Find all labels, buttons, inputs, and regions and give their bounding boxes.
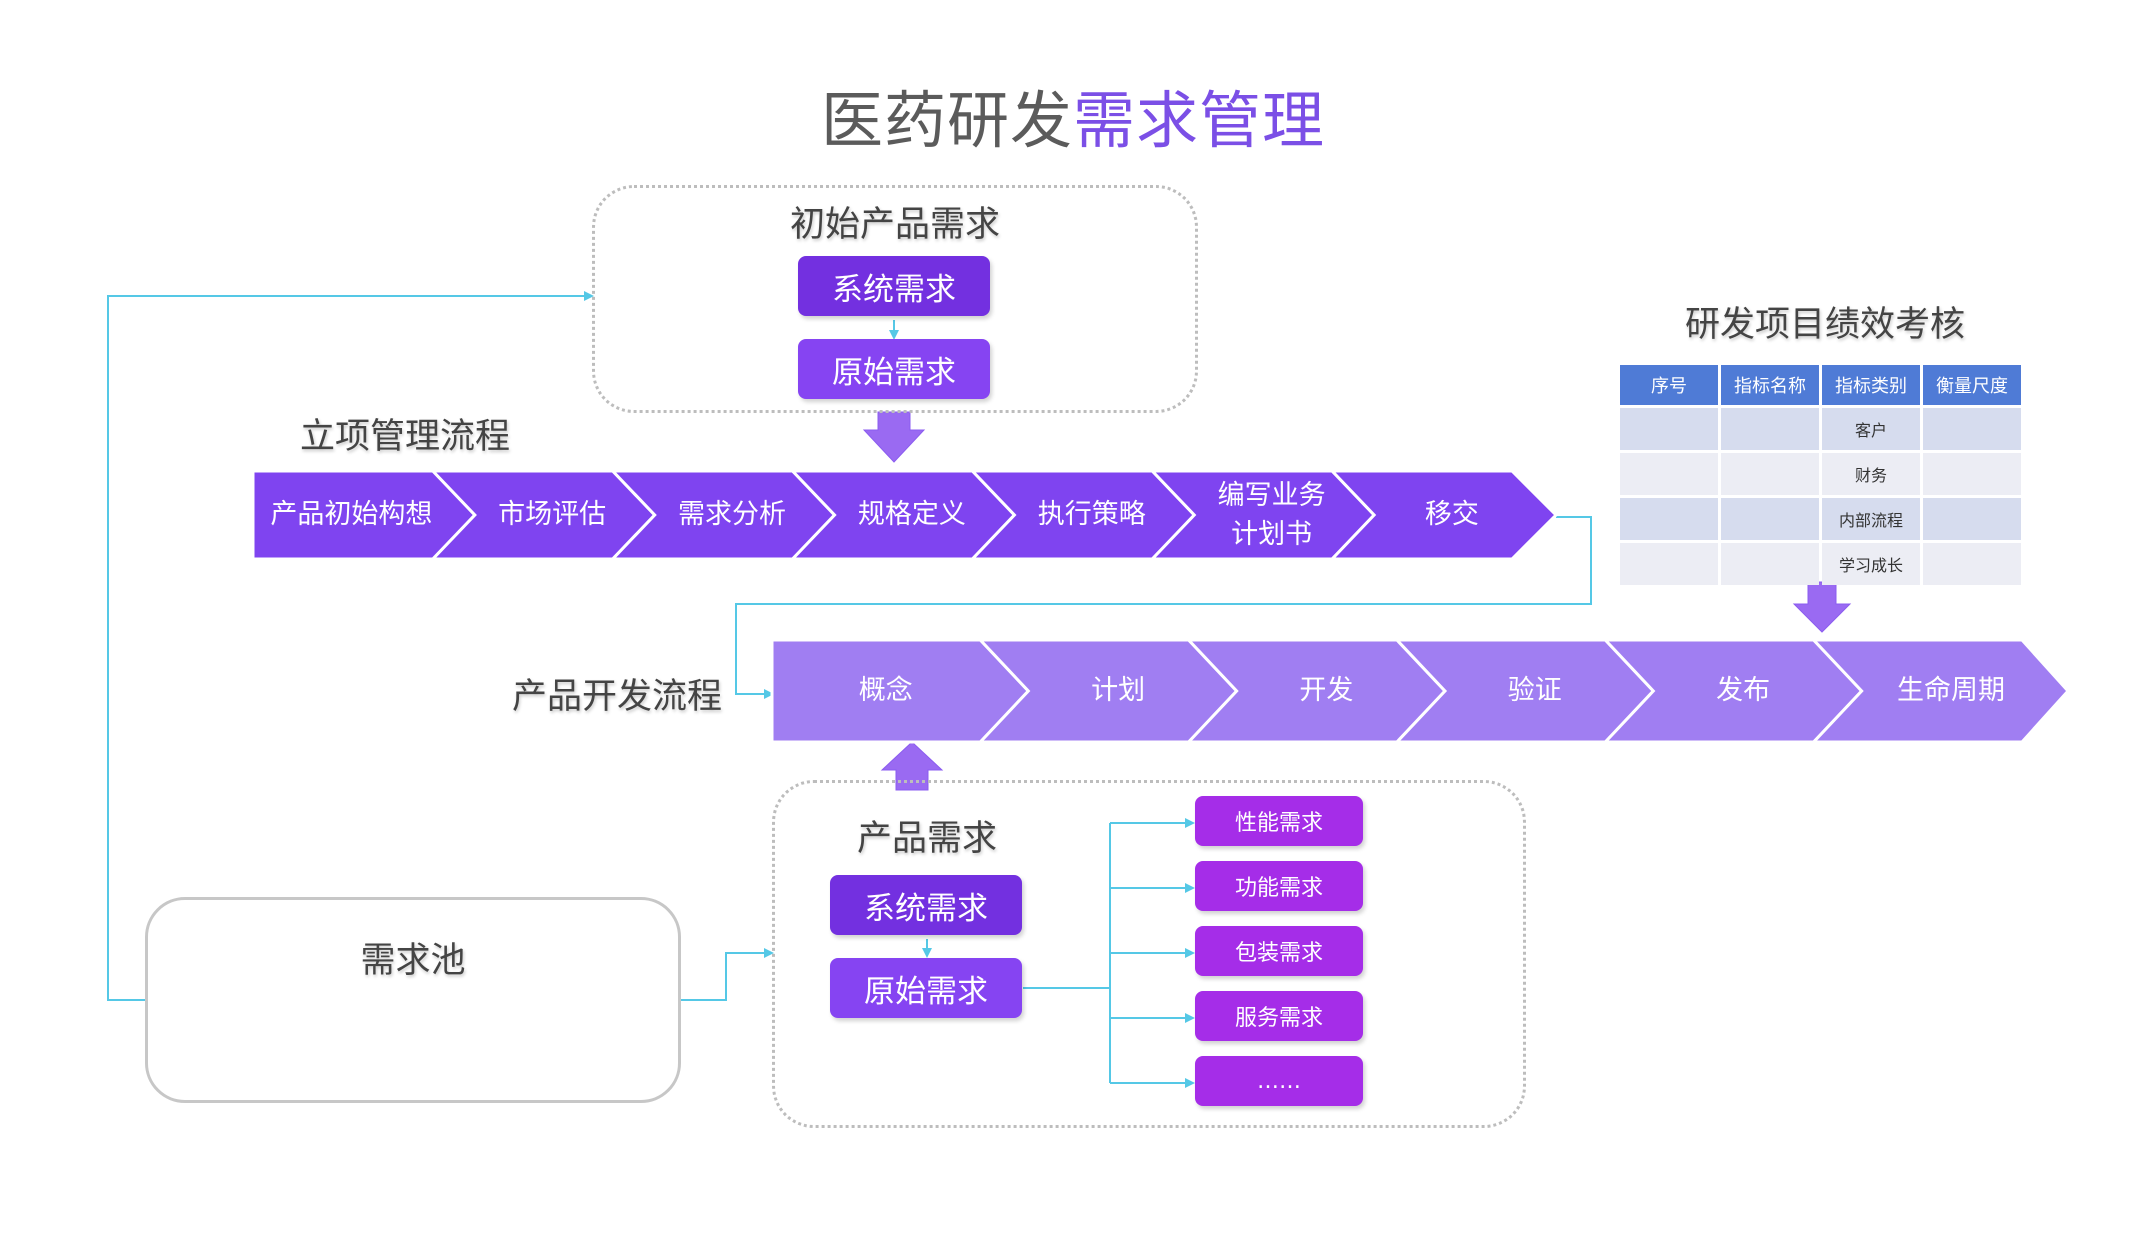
kpi-cell: [1620, 453, 1718, 495]
pool-step-label[interactable]: 实现: [471, 1005, 526, 1037]
title-part-1: 医药研发: [820, 84, 1073, 157]
arrow-down-kpi: [1792, 581, 1852, 633]
kpi-cell: [1721, 498, 1819, 540]
kpi-row: 内部流程: [1620, 498, 2021, 540]
pool-step-label[interactable]: 分发: [379, 1005, 434, 1037]
pool-step-label[interactable]: 验证: [563, 1005, 618, 1037]
product-requirement-title: 产品需求: [856, 819, 997, 859]
development-step-label[interactable]: 开发: [1299, 675, 1354, 707]
development-chevrons: [770, 638, 2071, 744]
approval-step-label[interactable]: 产品初始构想: [270, 499, 433, 531]
product-requirement-box: [772, 780, 1526, 1128]
kpi-cell: [1923, 498, 2021, 540]
kpi-header-cell: 指标名称: [1721, 365, 1819, 405]
kpi-cell: [1923, 543, 2021, 585]
kpi-cell: [1923, 408, 2021, 450]
approval-step-label[interactable]: 需求分析: [678, 499, 787, 531]
initial-requirement-box: [592, 185, 1198, 413]
product-system-requirement-button[interactable]: 系统需求: [830, 875, 1022, 935]
kpi-cell: [1620, 498, 1718, 540]
kpi-cell: 学习成长: [1822, 543, 1920, 585]
kpi-header-row: 序号 指标名称 指标类别 衡量尺度: [1620, 365, 2021, 405]
kpi-row: 客户: [1620, 408, 2021, 450]
approval-chevron: [1328, 469, 1559, 561]
performance-requirement-button[interactable]: 性能需求: [1195, 796, 1363, 846]
kpi-cell: [1721, 408, 1819, 450]
kpi-header-cell: 衡量尺度: [1923, 365, 2021, 405]
approval-step-label[interactable]: 移交: [1424, 499, 1479, 531]
development-step-label[interactable]: 验证: [1507, 675, 1562, 707]
service-requirement-button[interactable]: 服务需求: [1195, 991, 1363, 1041]
pool-step-label[interactable]: 分析: [288, 1005, 343, 1037]
more-requirements-button[interactable]: ……: [1195, 1056, 1363, 1106]
kpi-cell: [1721, 453, 1819, 495]
approval-step-label[interactable]: 编写业务 计划书: [1217, 479, 1326, 550]
product-raw-requirement-button[interactable]: 原始需求: [830, 958, 1022, 1018]
initial-system-requirement-button[interactable]: 系统需求: [798, 256, 990, 316]
development-step-label[interactable]: 发布: [1716, 675, 1771, 707]
arrow-up-product: [880, 741, 944, 791]
kpi-cell: [1721, 543, 1819, 585]
kpi-cell: 内部流程: [1822, 498, 1920, 540]
requirement-pool-panel: [145, 897, 681, 1103]
requirement-pool-title: 需求池: [360, 941, 466, 981]
development-flow-title: 产品开发流程: [512, 677, 723, 717]
kpi-header-cell: 序号: [1620, 365, 1718, 405]
development-chevron: [1810, 638, 2071, 744]
connector-pool-to-initial: [107, 291, 594, 1001]
kpi-cell: [1923, 453, 2021, 495]
development-step-label[interactable]: 生命周期: [1897, 675, 2006, 707]
approval-step-label[interactable]: 市场评估: [498, 499, 607, 531]
page-title: 医药研发需求管理: [0, 70, 2146, 160]
approval-flow-title: 立项管理流程: [300, 417, 511, 457]
connector-approval-to-development: [735, 516, 1592, 699]
approval-step-label[interactable]: 执行策略: [1037, 499, 1146, 531]
packaging-requirement-button[interactable]: 包装需求: [1195, 926, 1363, 976]
kpi-title: 研发项目绩效考核: [1684, 305, 1965, 345]
pool-step-label[interactable]: 收集: [188, 1005, 243, 1037]
development-step-label[interactable]: 计划: [1091, 675, 1146, 707]
initial-requirement-title: 初始产品需求: [789, 205, 1000, 245]
initial-raw-requirement-button[interactable]: 原始需求: [798, 339, 990, 399]
kpi-cell: [1620, 543, 1718, 585]
development-step-label[interactable]: 概念: [858, 675, 913, 707]
kpi-cell: 财务: [1822, 453, 1920, 495]
kpi-table-wrap: 序号 指标名称 指标类别 衡量尺度 客户 财务 内部流程: [1617, 362, 2024, 588]
kpi-row: 财务: [1620, 453, 2021, 495]
connector-pool-to-product: [676, 948, 774, 1001]
approval-step-label[interactable]: 规格定义: [857, 499, 966, 531]
function-requirement-button[interactable]: 功能需求: [1195, 861, 1363, 911]
approval-chevrons: [251, 469, 1559, 561]
kpi-row: 学习成长: [1620, 543, 2021, 585]
kpi-cell: [1620, 408, 1718, 450]
kpi-cell: 客户: [1822, 408, 1920, 450]
kpi-table: 序号 指标名称 指标类别 衡量尺度 客户 财务 内部流程: [1617, 362, 2024, 588]
title-part-2: 需求管理: [1073, 84, 1326, 157]
arrow-down-initial: [862, 411, 926, 463]
kpi-header-cell: 指标类别: [1822, 365, 1920, 405]
